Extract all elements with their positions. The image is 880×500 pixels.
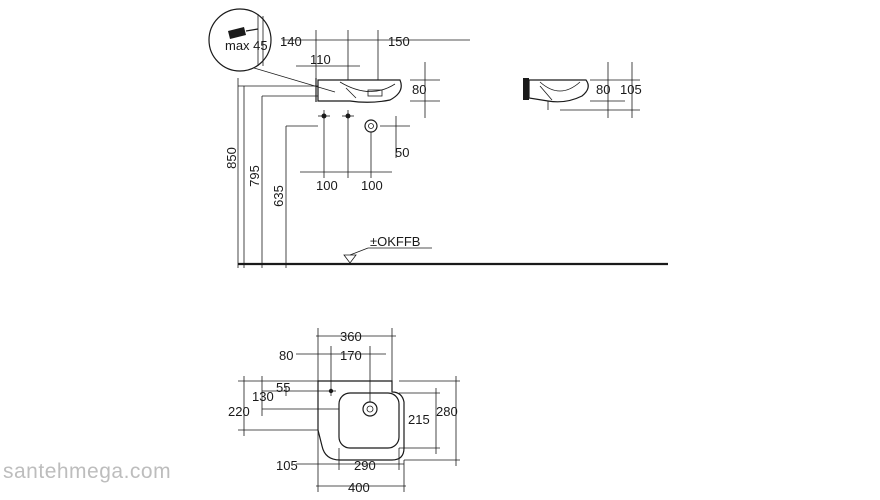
dim-100-left: 100 — [316, 178, 338, 193]
front-view: 140 150 110 80 850 795 635 50 — [224, 30, 668, 268]
basin-front — [317, 79, 402, 103]
basin-plan — [317, 380, 405, 461]
dim-100-right: 100 — [361, 178, 383, 193]
dim-215: 215 — [408, 412, 430, 427]
dim-80: 80 — [412, 82, 426, 97]
water-connections — [318, 110, 354, 122]
side-wall-bracket — [523, 78, 529, 100]
dim-850: 850 — [224, 147, 239, 169]
dim-280: 280 — [436, 404, 458, 419]
detail-circle — [208, 8, 272, 72]
dim-220: 220 — [228, 404, 250, 419]
drain-icon — [362, 401, 378, 417]
dim-150: 150 — [388, 34, 410, 49]
dim-170: 170 — [340, 348, 362, 363]
floor-marker-icon — [343, 254, 357, 264]
dim-80: 80 — [279, 348, 293, 363]
drain-connection — [364, 119, 378, 133]
floor-label: ±OKFFB — [370, 234, 420, 249]
dim-400: 400 — [348, 480, 370, 495]
bowl-plan — [338, 392, 400, 449]
tap-hole-icon — [328, 388, 334, 394]
dim-55: 55 — [276, 380, 290, 395]
dim-140: 140 — [280, 34, 302, 49]
watermark: santehmega.com — [3, 460, 171, 483]
dim-50: 50 — [395, 145, 409, 160]
side-dim-105: 105 — [620, 82, 642, 97]
basin-side — [528, 79, 589, 103]
dim-360: 360 — [340, 329, 362, 344]
dim-795: 795 — [247, 165, 262, 187]
plan-view: 360 80 170 55 130 220 215 280 105 2 — [228, 328, 460, 495]
side-dim-80: 80 — [596, 82, 610, 97]
dim-130: 130 — [252, 389, 274, 404]
dim-105: 105 — [276, 458, 298, 473]
screw-icon — [228, 27, 246, 39]
screw-detail: max 45 — [208, 8, 336, 93]
dim-290: 290 — [354, 458, 376, 473]
side-view: 80 105 — [523, 62, 642, 118]
dim-110: 110 — [310, 52, 331, 67]
max-label: max 45 — [225, 38, 268, 53]
dim-635: 635 — [271, 185, 286, 207]
